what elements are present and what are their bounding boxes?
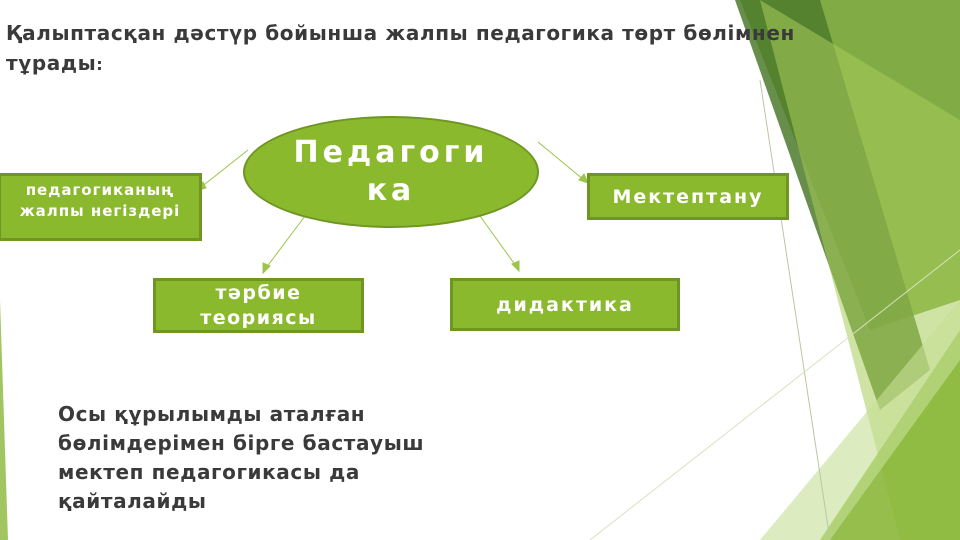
footer-note: Осы құрылымды аталған бөлімдерімен бірге…	[58, 402, 425, 513]
branch-upbringing-theory: тәрбие теориясы	[153, 278, 364, 333]
branch-didactics: дидактика	[450, 278, 680, 331]
deco-shape-bottom-pale	[760, 300, 960, 540]
branch-school-studies-label: Мектептану	[612, 185, 764, 208]
branch-upbringing-theory-label: тәрбие теориясы	[200, 281, 317, 329]
branch-didactics-label: дидактика	[496, 293, 634, 316]
connector-right	[537, 141, 585, 181]
deco-line	[759, 79, 831, 540]
slide-title-colon: :	[96, 55, 104, 74]
branch-general-foundations: педагогиканың жалпы негіздері	[0, 173, 202, 241]
arrowhead-bottom-left	[262, 262, 271, 275]
deco-line-2	[589, 249, 960, 540]
connector-left	[199, 149, 249, 189]
center-node: Педагоги ка	[243, 116, 539, 228]
branch-general-foundations-label: педагогиканың жалпы негіздері	[19, 181, 181, 220]
deco-left-strip	[0, 300, 8, 540]
arrowhead-bottom-right	[511, 260, 520, 273]
connector-bottom-right	[479, 215, 517, 267]
arrowhead-right	[578, 173, 589, 184]
slide-title-text: Қалыптасқан дәстүр бойынша жалпы педагог…	[6, 21, 795, 75]
slide-title: Қалыптасқан дәстүр бойынша жалпы педагог…	[6, 18, 796, 80]
branch-school-studies: Мектептану	[587, 173, 789, 220]
center-node-label: Педагоги ка	[293, 135, 489, 208]
connector-bottom-left	[265, 215, 306, 269]
